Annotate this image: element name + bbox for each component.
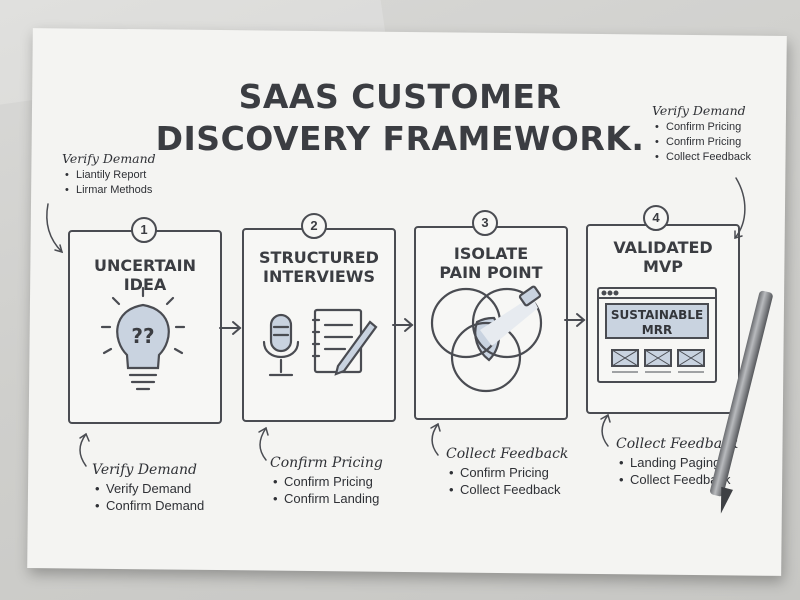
step-4-label: VALIDATED MVP: [588, 238, 738, 276]
bottom-note-2-item: Confirm Pricing: [273, 473, 383, 490]
top-right-note: Verify Demand Confirm Pricing Confirm Pr…: [652, 103, 751, 165]
flow-arrows: [219, 313, 586, 335]
bottom-note-2-item: Confirm Landing: [273, 490, 383, 507]
bottom-note-4: Collect Feedback Landing Paging Collect …: [616, 436, 738, 488]
microphone-notepad-icon: [262, 308, 378, 377]
top-right-note-heading: Verify Demand: [652, 103, 746, 118]
step-3-label-line-1: ISOLATE: [453, 244, 529, 263]
step-4-label-line-2: MVP: [642, 257, 684, 276]
title-line-2: DISCOVERY FRAMEWORK.: [155, 119, 645, 158]
bottom-note-2-heading: Confirm Pricing: [270, 455, 383, 471]
bottom-note-2: Confirm Pricing Confirm Pricing Confirm …: [270, 455, 383, 507]
bottom-note-1-item: Verify Demand: [95, 480, 204, 497]
top-right-note-item: Confirm Pricing: [655, 135, 751, 150]
step-1-label: UNCERTAIN IDEA: [70, 256, 220, 294]
venn-spotlight-icon: [430, 285, 543, 393]
mvp-screen-label: SUSTAINABLE MRR: [606, 308, 708, 338]
bottom-note-1: Verify Demand Verify Demand Confirm Dema…: [92, 462, 204, 514]
bottom-note-3-item: Confirm Pricing: [449, 464, 568, 481]
step-4-label-line-1: VALIDATED: [613, 238, 713, 257]
top-left-note-item: Lirmar Methods: [65, 183, 156, 198]
step-3-label-line-2: PAIN POINT: [439, 263, 543, 282]
bottom-note-4-item: Collect Feedback: [619, 471, 738, 488]
bottom-note-3: Collect Feedback Confirm Pricing Collect…: [446, 446, 568, 498]
step-4-badge: 4: [643, 205, 669, 231]
step-1-label-line-2: IDEA: [123, 275, 167, 294]
top-left-note: Verify Demand Liantily Report Lirmar Met…: [62, 151, 156, 198]
step-2-label-line-2: INTERVIEWS: [263, 267, 375, 286]
bottom-note-1-item: Confirm Demand: [95, 497, 204, 514]
step-1-label-line-1: UNCERTAIN: [93, 256, 197, 275]
bottom-note-3-item: Collect Feedback: [449, 481, 568, 498]
lightbulb-question-icon: [100, 286, 186, 391]
step-2-badge: 2: [301, 213, 327, 239]
bottom-note-3-heading: Collect Feedback: [446, 446, 569, 462]
step-2-label: STRUCTURED INTERVIEWS: [244, 248, 394, 286]
top-left-note-item: Liantily Report: [65, 168, 156, 183]
mvp-screen-line-1: SUSTAINABLE: [610, 308, 704, 322]
step-1-badge: 1: [131, 217, 157, 243]
top-right-note-item: Confirm Pricing: [655, 120, 751, 135]
bottom-note-4-item: Landing Paging: [619, 454, 738, 471]
note-arrows: [46, 177, 746, 467]
step-3-badge: 3: [472, 210, 498, 236]
top-left-note-heading: Verify Demand: [62, 151, 156, 166]
browser-window-icon: [597, 287, 717, 383]
lightbulb-glyph: ??: [131, 324, 154, 348]
page-title: SAAS CUSTOMER DISCOVERY FRAMEWORK.: [140, 76, 660, 160]
title-line-1: SAAS CUSTOMER: [238, 77, 562, 116]
step-2-label-line-1: STRUCTURED: [259, 248, 379, 267]
top-right-note-item: Collect Feedback: [655, 150, 751, 165]
bottom-note-1-heading: Verify Demand: [92, 462, 197, 478]
mvp-screen-line-2: MRR: [641, 323, 673, 337]
bottom-note-4-heading: Collect Feedback: [616, 436, 739, 452]
step-3-label: ISOLATE PAIN POINT: [416, 244, 566, 282]
